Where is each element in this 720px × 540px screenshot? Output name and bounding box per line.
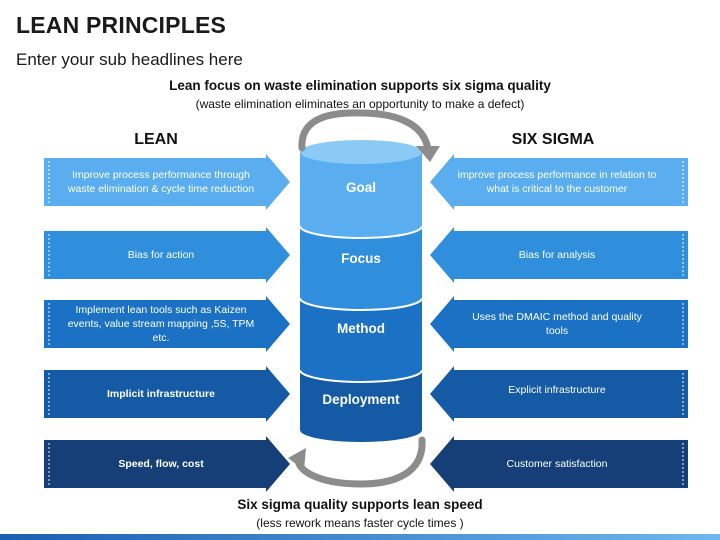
six-sigma-arrow-4 xyxy=(430,366,688,422)
six-sigma-text-1: improve process performance in relation … xyxy=(457,169,657,195)
six-sigma-arrow-3 xyxy=(430,296,688,352)
six-sigma-arrow-1 xyxy=(430,154,688,210)
lean-arrow-2 xyxy=(44,227,290,283)
bottom-curve-arrow-head xyxy=(288,448,306,470)
top-note-heading: Lean focus on waste elimination supports… xyxy=(169,78,551,93)
lean-arrow-4 xyxy=(44,366,290,422)
six-sigma-text-4: Explicit infrastructure xyxy=(508,384,606,396)
lean-text-5: Speed, flow, cost xyxy=(118,458,204,470)
lean-text-1: Improve process performance through wast… xyxy=(67,169,255,195)
lean-arrow-1 xyxy=(44,154,290,210)
top-curve-arrow xyxy=(298,109,432,154)
lean-arrows xyxy=(44,154,290,492)
top-curve-arrow-head xyxy=(416,146,440,162)
six-sigma-text-3: Uses the DMAIC method and quality tools xyxy=(472,311,642,337)
cylinder xyxy=(299,140,423,442)
six-sigma-text-2: Bias for analysis xyxy=(518,249,596,261)
lean-arrow-3 xyxy=(44,296,290,352)
bottom-note-sub: (less rework means faster cycle times ) xyxy=(256,516,464,530)
six-sigma-text-5: Customer satisfaction xyxy=(506,458,608,470)
top-note-sub: (waste elimination eliminates an opportu… xyxy=(195,97,525,111)
lean-column-heading: LEAN xyxy=(134,131,178,148)
cylinder-method xyxy=(300,298,422,382)
cylinder-label-focus: Focus xyxy=(341,251,381,266)
six-sigma-arrow-5 xyxy=(430,436,688,492)
lean-text-3: Implement lean tools such as Kaizen even… xyxy=(67,304,255,344)
cylinder-label-method: Method xyxy=(337,321,385,336)
lean-text-4: Implicit infrastructure xyxy=(107,388,215,400)
bottom-curve-arrow xyxy=(294,436,426,488)
six-sigma-column-heading: SIX SIGMA xyxy=(511,131,595,148)
footer-gradient-bar xyxy=(0,534,720,540)
page-title: LEAN PRINCIPLES xyxy=(16,12,227,38)
lean-arrow-5 xyxy=(44,436,290,492)
cylinder-goal xyxy=(300,152,422,238)
cylinder-deployment xyxy=(300,370,422,442)
bottom-note-heading: Six sigma quality supports lean speed xyxy=(237,497,483,512)
six-sigma-arrows xyxy=(430,154,688,492)
cylinder-focus xyxy=(300,226,422,310)
cylinder-top xyxy=(300,140,422,164)
lean-text-2: Bias for action xyxy=(127,249,195,261)
cylinder-label-deployment: Deployment xyxy=(322,392,400,407)
cylinder-label-goal: Goal xyxy=(345,180,376,195)
arrow-dotted-edges xyxy=(48,161,684,485)
six-sigma-arrow-2 xyxy=(430,227,688,283)
page-subtitle: Enter your sub headlines here xyxy=(16,50,243,69)
